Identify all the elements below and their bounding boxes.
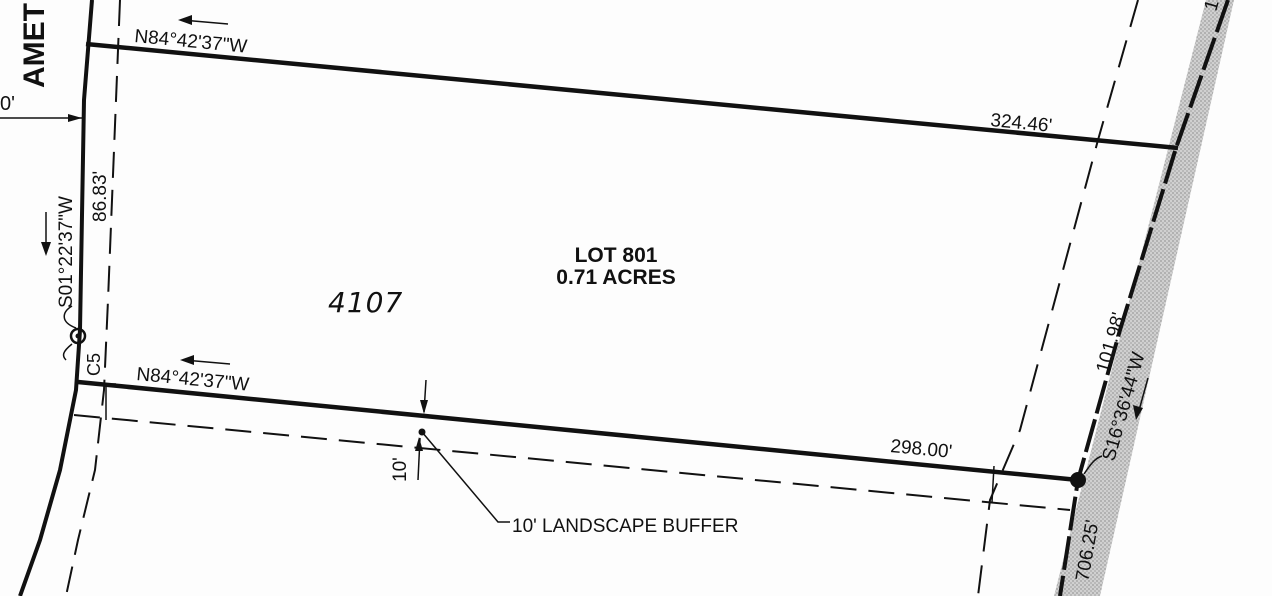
south-distance-label: 298.00' — [890, 436, 953, 463]
buffer-tick-east — [991, 465, 995, 503]
east-boundary-line — [1058, 0, 1230, 596]
buffer-width-label: 10' — [390, 457, 411, 482]
street-width-arrow — [68, 114, 82, 122]
east-easement-hatch — [1054, 0, 1234, 596]
south-lot-line — [77, 379, 1079, 483]
lot-title: LOT 801 — [575, 244, 658, 267]
east-bearing-arrow — [1133, 377, 1149, 420]
curve-label-c5: C5 — [84, 353, 104, 376]
west-bearing-arrow — [41, 212, 51, 256]
east-bearing-leader — [1083, 455, 1103, 475]
buffer-leader — [421, 431, 510, 523]
lot-area: 0.71 ACRES — [556, 266, 675, 289]
c5-leader-lower — [62, 343, 73, 361]
street-width-fragment: 0' — [0, 93, 15, 115]
street-name-fragment: AMET — [18, 3, 51, 88]
east-corner-monument — [1070, 472, 1086, 488]
landscape-buffer-line — [73, 414, 1071, 511]
curve-point-c5 — [69, 327, 87, 345]
street-right-of-way-line — [18, 0, 94, 596]
east-setback-dashed-line — [977, 0, 1139, 596]
west-distance-label: 86.83' — [90, 171, 111, 222]
north-lot-line — [85, 41, 1179, 151]
buffer-dimension — [415, 379, 428, 481]
handwritten-lot-number: 4107 — [328, 286, 403, 319]
east-top-fragment: 1 — [1201, 0, 1224, 13]
c5-leader — [63, 305, 77, 329]
curve-point-c5-center — [75, 333, 81, 339]
street-setback-dashed-line — [65, 0, 121, 596]
west-bearing-label: S01°22'37"W — [56, 196, 77, 308]
north-bearing-arrow — [178, 15, 229, 25]
south-bearing-arrow — [180, 355, 231, 365]
landscape-buffer-label: 10' LANDSCAPE BUFFER — [512, 516, 738, 537]
